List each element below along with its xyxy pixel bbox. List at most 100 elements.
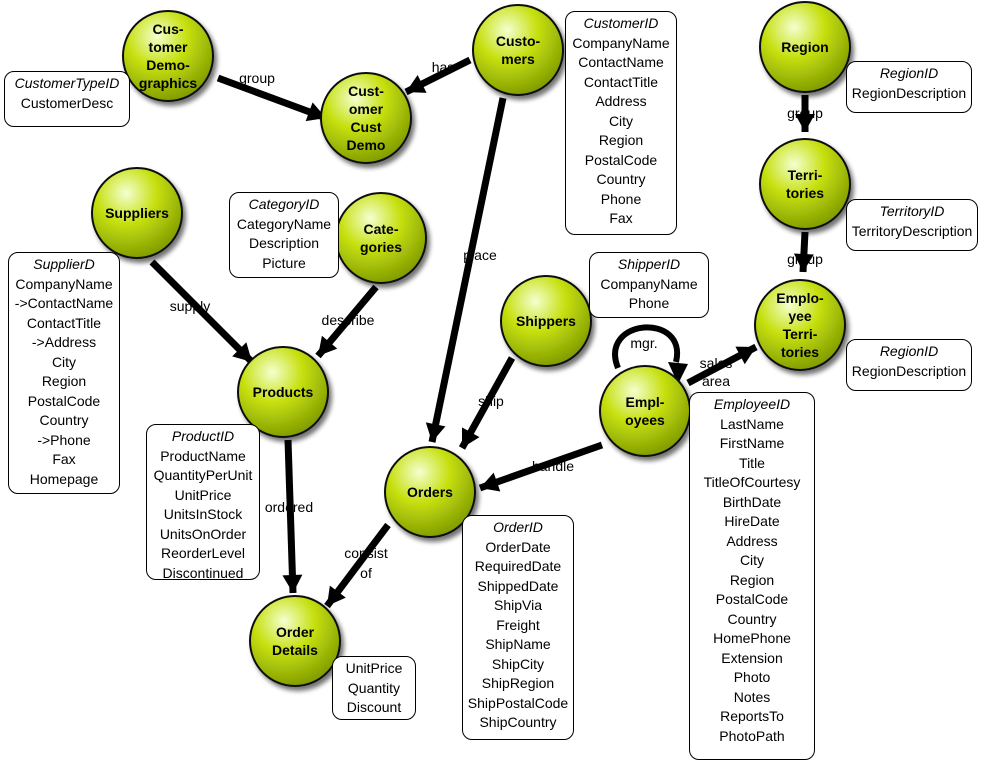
attribute-field: RegionDescription — [851, 362, 967, 379]
entity-circle — [384, 446, 476, 538]
edge-label-ship: ship — [478, 393, 504, 409]
entity-label: Custo- — [496, 33, 541, 49]
attribute-field: TitleOfCourtesy — [703, 474, 801, 490]
entity-node-orders[interactable]: Orders — [384, 446, 476, 538]
entity-label: Demo — [347, 137, 386, 153]
edge-label-has: has — [432, 59, 455, 75]
entity-label: tomer — [149, 39, 188, 55]
attribute-field: Country — [39, 412, 89, 428]
entity-node-region[interactable]: Region — [759, 1, 851, 93]
edge-label-sales-area-2: area — [702, 373, 730, 389]
attribute-field: UnitsInStock — [163, 506, 243, 522]
attribute-field: HireDate — [724, 513, 780, 529]
edge-label-supply: supply — [170, 298, 210, 314]
attribute-field: City — [608, 112, 634, 129]
entity-label: Details — [272, 642, 318, 658]
attribute-field: Discount — [346, 699, 402, 715]
edge-supply — [149, 259, 255, 365]
attribute-field: ContactTitle — [26, 314, 102, 331]
edge-handle — [478, 441, 604, 492]
attribute-field: RequiredDate — [474, 558, 562, 574]
attribute-field: BirthDate — [722, 493, 782, 510]
attribute-field: CompanyName — [600, 275, 698, 292]
entity-label: Demo- — [146, 57, 190, 73]
entity-label: tories — [786, 185, 824, 201]
attribute-field: TerritoryDescription — [851, 222, 973, 239]
attribute-field: CompanyName — [15, 275, 113, 292]
edge-label-place: place — [463, 247, 497, 263]
entity-circle — [599, 365, 691, 457]
entity-node-shippers[interactable]: Shippers — [500, 275, 592, 367]
attribute-field: UnitPrice — [174, 486, 232, 503]
entity-node-employees[interactable]: Empl-oyees — [599, 365, 691, 457]
entity-node-customers[interactable]: Custo-mers — [472, 4, 564, 96]
attribute-box-territories: TerritoryID TerritoryDescription — [846, 199, 978, 251]
entity-circle — [320, 72, 412, 164]
primary-key-field: OrderID — [493, 519, 543, 535]
entity-label: Suppliers — [105, 205, 169, 221]
entity-label: Orders — [407, 484, 453, 500]
entity-circle — [249, 595, 341, 687]
entity-node-products[interactable]: Products — [237, 346, 329, 438]
edge-label-ordered: ordered — [265, 499, 313, 515]
entity-circle — [759, 1, 851, 93]
attribute-field: CategoryName — [236, 215, 332, 232]
edge-describe — [315, 284, 379, 359]
entity-label: Products — [253, 384, 314, 400]
entity-label: Terri- — [783, 326, 818, 342]
attribute-field: ReorderLevel — [160, 545, 246, 561]
attribute-field: Fax — [52, 451, 76, 467]
edge-label-mgr: mgr. — [630, 335, 657, 351]
entity-label: Terri- — [788, 167, 823, 183]
attribute-field: ShipCountry — [479, 714, 557, 730]
primary-key-field: EmployeeID — [713, 396, 791, 412]
attribute-field: Country — [727, 610, 777, 627]
primary-key-field: ShipperID — [617, 256, 681, 272]
attribute-field: PostalCode — [715, 591, 789, 607]
attribute-field: OrderDate — [485, 538, 551, 555]
attribute-field: ->ContactName — [14, 295, 114, 311]
entity-label: tories — [781, 344, 819, 360]
edge-group-region — [795, 95, 815, 132]
attribute-field: Quantity — [347, 679, 401, 696]
attribute-field: CustomerDesc — [20, 94, 114, 111]
attribute-field: ->Phone — [37, 431, 91, 448]
primary-key-field: TerritoryID — [879, 203, 945, 219]
attribute-field: Address — [726, 532, 778, 549]
entity-label: Shippers — [516, 313, 576, 329]
edge-label-consist-of-1: consist — [344, 545, 388, 561]
edge-ordered — [282, 439, 303, 594]
edge-label-sales-area-1: sales — [700, 355, 733, 371]
entity-label: Cust- — [348, 83, 384, 99]
entity-label: Region — [781, 39, 828, 55]
attribute-field: QuantityPerUnit — [153, 467, 253, 483]
attribute-field: RegionDescription — [851, 84, 967, 101]
entity-label: graphics — [139, 75, 198, 91]
edge-mgr-self-loop — [612, 324, 688, 384]
attribute-field: UnitsOnOrder — [159, 525, 247, 542]
attribute-field: ShippedDate — [477, 577, 559, 594]
entity-label: mers — [501, 51, 535, 67]
entity-circle — [335, 192, 427, 284]
entity-node-territories[interactable]: Terri-tories — [759, 138, 851, 230]
entity-node-suppliers[interactable]: Suppliers — [91, 167, 183, 259]
attribute-field: PostalCode — [584, 151, 658, 168]
attribute-field: ShipRegion — [481, 675, 555, 691]
edge-label-consist-of-2: of — [360, 565, 372, 581]
attribute-field: Notes — [733, 688, 771, 705]
attribute-field: ->Address — [31, 334, 97, 350]
entity-node-categories[interactable]: Cate-gories — [335, 192, 427, 284]
attribute-field: ContactTitle — [583, 73, 659, 90]
attribute-field: Discontinued — [162, 564, 244, 581]
